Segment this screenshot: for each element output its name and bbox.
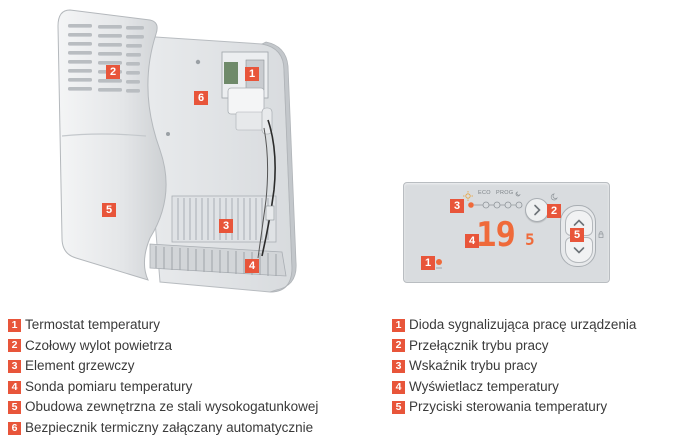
lock-icon — [598, 231, 604, 238]
panel-graphics — [436, 191, 604, 269]
sun-icon — [463, 191, 473, 201]
temperature-display-unit: 5 — [525, 230, 535, 249]
mode-dot-prog — [504, 201, 512, 209]
chevron-down-icon — [573, 247, 585, 254]
mode-label-eco: ECO — [478, 190, 491, 196]
mode-dot-eco — [482, 201, 490, 209]
temperature-display: 19 — [476, 215, 516, 255]
heater-callout-5: 5 — [102, 203, 116, 217]
moon-icon — [550, 193, 558, 201]
heater-callout-2: 2 — [106, 65, 120, 79]
panel-callout-2: 2 — [547, 204, 561, 218]
panel-callout-5: 5 — [570, 228, 584, 242]
mode-label-prog: PROG — [496, 190, 514, 196]
panel-callout-4: 4 — [465, 234, 479, 248]
heater-callout-6: 6 — [194, 91, 208, 105]
heater-callout-1: 1 — [245, 67, 259, 81]
mode-dot-comfort — [468, 202, 474, 208]
wrench-icon — [515, 191, 521, 197]
mode-selector-button[interactable] — [525, 198, 549, 222]
mode-dot-off — [515, 201, 523, 209]
temperature-probe — [257, 119, 276, 259]
chevron-up-icon — [573, 219, 585, 226]
mode-dot-antifreeze — [493, 201, 501, 209]
heater-callout-3: 3 — [219, 219, 233, 233]
power-led — [436, 259, 442, 265]
panel-callout-1: 1 — [421, 256, 435, 270]
panel-callout-3: 3 — [450, 199, 464, 213]
control-panel: ECO PROG 19 5 1 2 3 4 5 — [403, 182, 610, 283]
heater-callout-4: 4 — [245, 259, 259, 273]
front-air-outlet — [68, 24, 144, 93]
arrow-right-icon — [534, 204, 541, 216]
heater-front-cover — [57, 9, 167, 281]
